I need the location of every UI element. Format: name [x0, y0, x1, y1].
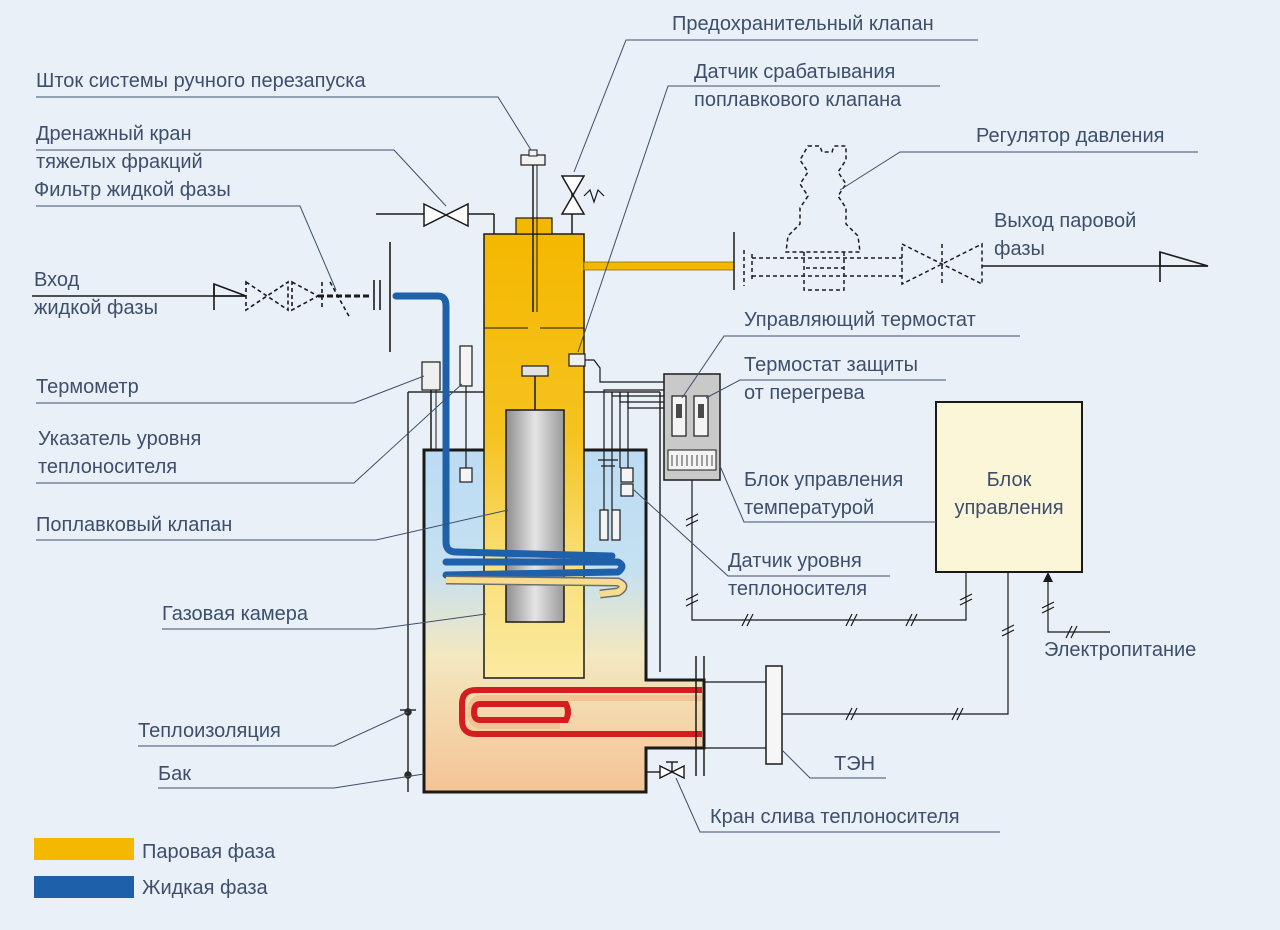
- label-control-block-line1: Блок: [986, 469, 1032, 491]
- label-liquid-filter: Фильтр жидкой фазы: [34, 179, 231, 201]
- label-overheat-thermostat-line2: от перегрева: [744, 382, 865, 404]
- label-heavy-drain-line1: Дренажный кран: [36, 123, 192, 145]
- heater: [459, 687, 702, 737]
- label-level-sensor-line2: теплоносителя: [728, 578, 868, 600]
- label-overheat-thermostat-line1: Термостат защиты: [744, 354, 919, 376]
- legend-swatch-vapor: [34, 838, 134, 860]
- level-indicator: [459, 345, 473, 483]
- legend-label-vapor: Паровая фаза: [142, 841, 276, 863]
- label-insulation: Теплоизоляция: [138, 720, 281, 742]
- power-supply-line: [1041, 572, 1110, 639]
- liquid-inlet: [32, 242, 391, 352]
- leader-lines: [36, 39, 1198, 833]
- top-piping: [376, 175, 605, 234]
- temp-block-wiring: [685, 480, 973, 627]
- label-tank: Бак: [158, 763, 191, 785]
- vapor-outlet: [583, 232, 735, 290]
- label-heavy-drain-line2: тяжелых фракций: [36, 151, 203, 173]
- control-block: [935, 401, 1083, 573]
- liquid-pipe: [392, 292, 626, 579]
- heater-flange: [695, 572, 1015, 776]
- vapor-outlet-line: [982, 250, 1209, 282]
- pressure-regulator: [743, 145, 983, 291]
- float-valve-sensor: [568, 353, 586, 367]
- temperature-control-block: [663, 373, 721, 481]
- label-heater: ТЭН: [834, 753, 876, 775]
- drain-valve: [646, 761, 685, 780]
- label-power-supply: Электропитание: [1044, 639, 1197, 661]
- label-level-indicator-line1: Указатель уровня: [38, 428, 202, 450]
- label-level-indicator-line2: теплоносителя: [38, 456, 178, 478]
- label-drain-valve: Кран слива теплоносителя: [710, 806, 960, 828]
- label-vapor-outlet-line1: Выход паровой: [994, 210, 1137, 232]
- legend-swatch-liquid: [34, 876, 134, 898]
- thermometer: [421, 361, 441, 450]
- label-float-valve-sensor-line1: Датчик срабатывания: [694, 61, 896, 83]
- label-thermometer: Термометр: [36, 376, 139, 398]
- sensor-wiring: [585, 359, 664, 409]
- label-level-sensor-line1: Датчик уровня: [728, 550, 862, 572]
- float-valve: [505, 365, 565, 623]
- label-pressure-regulator: Регулятор давления: [976, 125, 1165, 147]
- label-liquid-inlet-line2: жидкой фазы: [34, 297, 158, 319]
- label-float-valve: Поплавковый клапан: [36, 514, 233, 536]
- manual-reset-stem: [520, 149, 546, 312]
- label-manual-reset-stem: Шток системы ручного перезапуска: [36, 70, 366, 92]
- label-gas-chamber: Газовая камера: [162, 603, 309, 625]
- label-float-valve-sensor-line2: поплавкового клапана: [694, 89, 902, 111]
- legend-label-liquid: Жидкая фаза: [142, 877, 268, 899]
- label-safety-valve: Предохранительный клапан: [672, 13, 934, 35]
- label-control-block-line2: управления: [954, 497, 1064, 519]
- label-liquid-inlet-line1: Вход: [34, 269, 80, 291]
- label-vapor-outlet-line2: фазы: [994, 238, 1045, 260]
- label-control-thermostat: Управляющий термостат: [744, 309, 976, 331]
- vapor-coil: [445, 575, 628, 599]
- label-temp-control-block-line1: Блок управления: [744, 469, 904, 491]
- label-temp-control-block-line2: температурой: [744, 497, 875, 519]
